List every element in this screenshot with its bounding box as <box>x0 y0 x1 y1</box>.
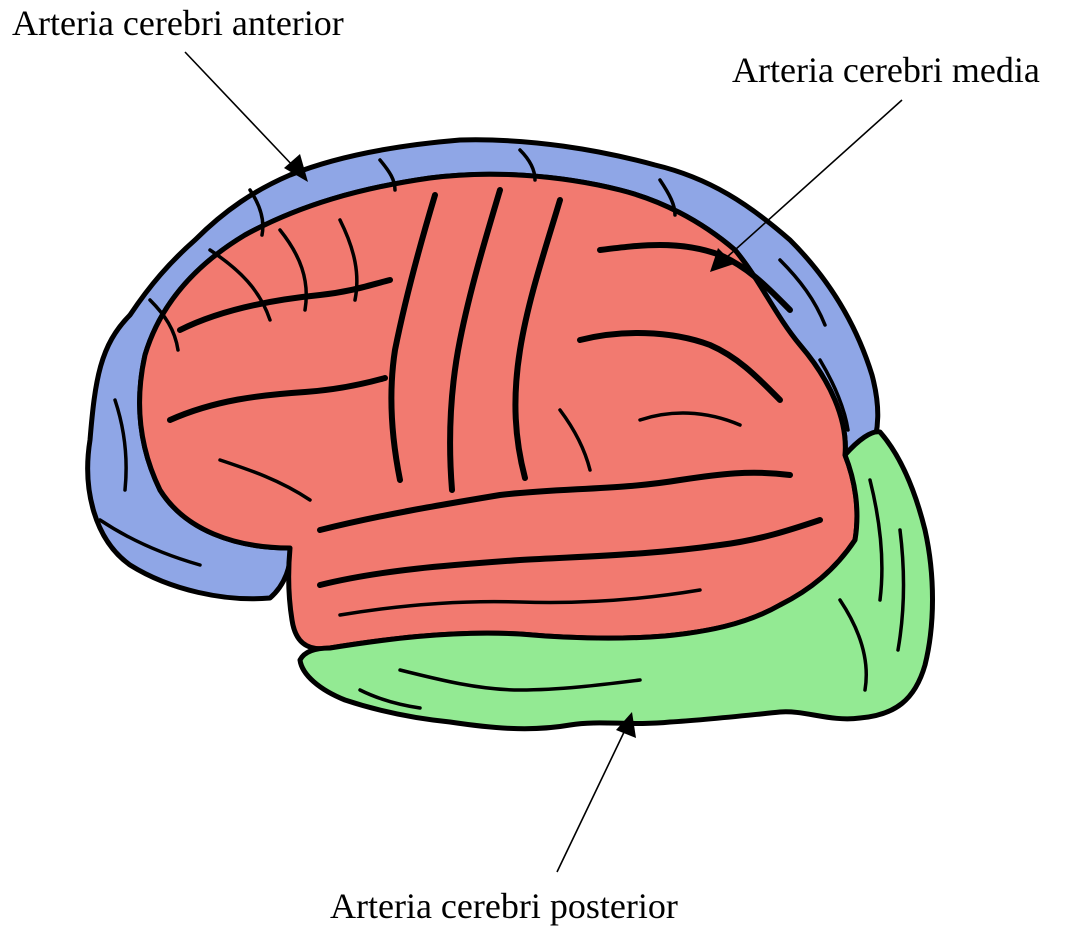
label-media: Arteria cerebri media <box>732 50 1040 90</box>
label-posterior: Arteria cerebri posterior <box>330 886 678 926</box>
posterior-pointer <box>557 712 636 872</box>
media-pointer <box>710 100 902 272</box>
anterior-pointer <box>185 52 308 182</box>
label-anterior: Arteria cerebri anterior <box>12 3 344 43</box>
